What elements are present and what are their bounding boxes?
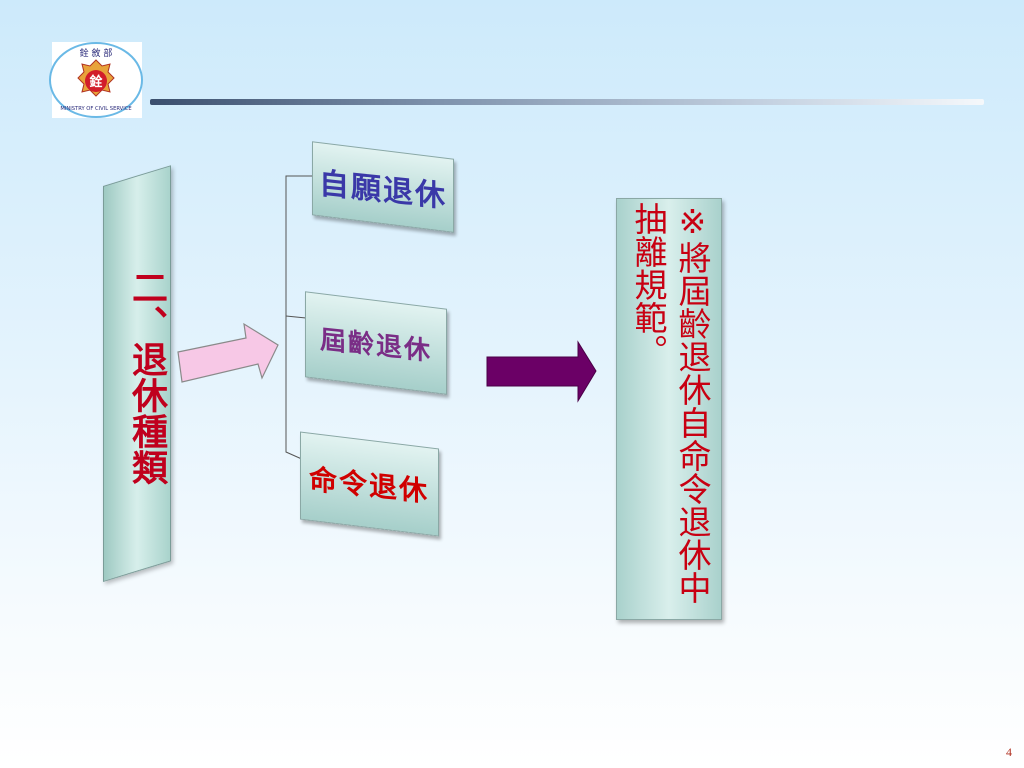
page-number: 4 (1006, 745, 1012, 759)
card-voluntary-retirement: 自願退休 (312, 141, 454, 233)
logo-ring-text: MINISTRY OF CIVIL SERVICE (60, 106, 131, 112)
card-age-retirement: 屆齡退休 (305, 291, 447, 395)
category-title: 二、退休種類 (126, 269, 168, 485)
card-mandatory-retirement: 命令退休 (300, 431, 439, 537)
purple-arrow-icon (486, 340, 597, 403)
note-panel (616, 198, 722, 620)
note-text: ※將屆齡退休自命令退休中抽離規範。 (629, 202, 712, 604)
pink-arrow-icon (177, 322, 279, 383)
header-divider (150, 99, 984, 105)
logo-center-text: 銓 (89, 74, 102, 90)
card-label: 命令退休 (309, 462, 430, 509)
logo-top-text: 銓 敘 部 (80, 47, 113, 59)
card-label: 自願退休 (319, 166, 447, 215)
ministry-logo: 銓 敘 部 銓 MINISTRY OF CIVIL SERVICE (49, 42, 143, 118)
card-label: 屆齡退休 (319, 324, 432, 367)
